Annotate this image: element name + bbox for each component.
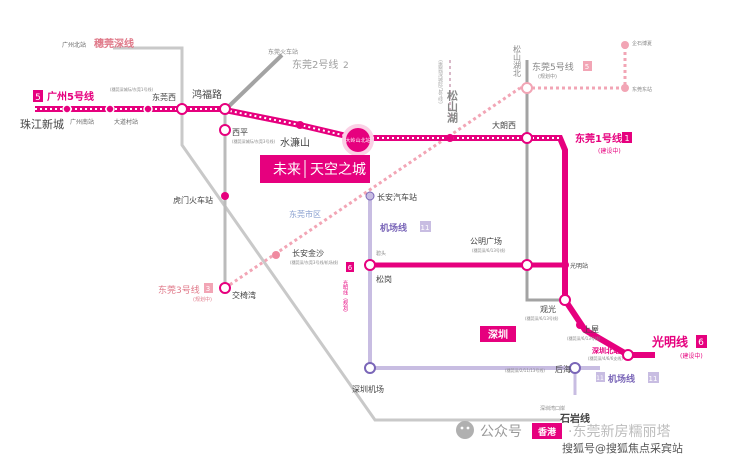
station-guanguang: 观光 bbox=[540, 304, 556, 314]
gz5-badge bbox=[33, 90, 43, 102]
dg5-badge-num: 5 bbox=[585, 63, 589, 71]
project-marker[interactable] bbox=[342, 124, 374, 156]
project-marker-label: 大岭山北站 bbox=[345, 137, 370, 144]
gz5-name: 广州5号线 bbox=[47, 90, 94, 103]
station-humen: 虎门火车站 bbox=[173, 195, 213, 205]
sz11-name: 机场线 bbox=[380, 222, 407, 234]
station-guanguang-sub: (穗莞深/6/13号线) bbox=[525, 315, 559, 321]
station-songgang: 松岗 bbox=[376, 274, 392, 284]
station-changanjinsha-sub: (穗莞深/东莞3号线/机场线) bbox=[290, 259, 339, 265]
suihui-name: 穗莞深线 bbox=[94, 37, 134, 50]
station-guangming: 光明站 bbox=[570, 262, 588, 270]
dg3-badge bbox=[204, 283, 213, 293]
station-shenzhenwan: 深圳湾口岸 bbox=[540, 405, 565, 412]
watermark-channel: 公众号 bbox=[480, 424, 522, 440]
dg1-status: (建设中) bbox=[598, 147, 621, 155]
sz6-vertical-name: 光明线（规划） bbox=[342, 279, 348, 315]
station-jiaoyiwan: 交椅湾 bbox=[232, 290, 256, 300]
station-songshanhubei: 松山湖北 bbox=[513, 44, 522, 78]
dg3-status: (规划中) bbox=[193, 296, 212, 303]
station-songgang-sub: 碧头 bbox=[376, 250, 386, 257]
station-dongguandong: 东莞东站 bbox=[632, 86, 652, 93]
suihui-line bbox=[113, 46, 560, 422]
station-dongguanxi: 东莞西 bbox=[152, 92, 176, 102]
dg5-name: 东莞5号线 bbox=[532, 61, 574, 73]
dongguan1-line bbox=[224, 107, 568, 300]
station-houhai-sub: (穗莞深/2/11/13号线) bbox=[505, 367, 545, 373]
dg1-badge bbox=[622, 132, 632, 143]
airport-line-11 bbox=[368, 195, 600, 370]
watermark-author: ·东莞新房糯丽塔 bbox=[568, 424, 670, 440]
sz6-left-badge bbox=[346, 262, 354, 272]
guangming-line bbox=[562, 298, 655, 358]
station-shiyan: 石岩线 bbox=[559, 412, 590, 425]
station-xiping-sub: (穗莞深城际/东莞3号线) bbox=[232, 138, 275, 144]
sz11-badge-num: 11 bbox=[421, 224, 430, 232]
shenzhen-badge bbox=[480, 326, 516, 342]
hongkong-badge-text: 香港 bbox=[537, 426, 557, 438]
station-shenzhenbei: 深圳北站 bbox=[592, 346, 620, 355]
wechat-icon-eye bbox=[460, 426, 464, 430]
wechat-icon bbox=[456, 421, 474, 439]
project-banner[interactable] bbox=[260, 155, 370, 183]
sz11-badge-2 bbox=[648, 372, 659, 383]
sz6-badge bbox=[696, 335, 707, 348]
dongguan-district: 东莞市区 bbox=[289, 209, 321, 219]
sz11-badge-num-2: 11 bbox=[649, 375, 658, 383]
station-lixinbei: 企石博夏 bbox=[632, 40, 652, 47]
station-shenzhenbei-sub: (穗莞深/4/6/6支线) bbox=[588, 355, 623, 361]
station-gongming-sub: (穗莞深/6/13号线) bbox=[472, 247, 506, 253]
station-shuilianshan: 水濂山 bbox=[280, 136, 310, 149]
dongguan1-line-pattern bbox=[224, 109, 560, 139]
dg2-num: 2 bbox=[343, 61, 349, 71]
station-changanjinsha: 长安金沙 bbox=[292, 248, 324, 258]
sz6-badge-num: 6 bbox=[698, 338, 704, 348]
dg2-terminal: 东莞火车站 bbox=[268, 48, 298, 56]
songshan-name: 松山湖 bbox=[446, 89, 459, 124]
station-gz-south: 广州南站 bbox=[70, 118, 94, 126]
station-honghu: 鸿福路 bbox=[192, 88, 222, 101]
station-dongguanxi-sub: (穗莞深城际/东莞1号线) bbox=[110, 86, 153, 92]
shenzhen-badge-text: 深圳 bbox=[488, 328, 508, 341]
sz6-left-badge-num: 6 bbox=[348, 264, 353, 272]
dg5-status: (规划中) bbox=[538, 73, 557, 80]
guanhui-vertical: (惠莞深城际/1号线) bbox=[437, 60, 443, 104]
project-prefix: 未来 bbox=[273, 162, 301, 178]
station-shenzhen-airport: 深圳机场 bbox=[352, 384, 384, 394]
sz11-badge-3 bbox=[596, 372, 605, 382]
watermark-source: 搜狐号@搜狐焦点采宾站 bbox=[562, 441, 683, 455]
sz6-name: 光明线 bbox=[651, 334, 688, 349]
dongguan2-line bbox=[223, 53, 284, 112]
sz11-badge-num-3: 11 bbox=[596, 375, 604, 382]
dg3-badge-num: 3 bbox=[206, 285, 210, 293]
station-dalangxi: 大朗西 bbox=[492, 120, 516, 130]
station-changanqiche: 长安汽车站 bbox=[377, 192, 417, 202]
station-shangwu: 上屋 bbox=[583, 325, 599, 334]
sz11-name-2: 机场线 bbox=[608, 373, 635, 385]
station-markers bbox=[62, 41, 634, 374]
dg2-name: 东莞2号线 bbox=[292, 58, 338, 71]
station-zhujiang: 珠江新城 bbox=[20, 117, 64, 131]
hongkong-badge bbox=[532, 423, 562, 439]
station-gz-north: 广州北站 bbox=[62, 41, 86, 49]
dg1-badge-num: 1 bbox=[624, 134, 629, 143]
station-shangwu-sub: (穗莞深/6/13号线) bbox=[567, 335, 601, 341]
sz11-badge bbox=[420, 221, 431, 232]
station-houhai: 后海 bbox=[555, 364, 571, 374]
station-gongming: 公明广场 bbox=[470, 236, 502, 246]
wechat-icon-eye-2 bbox=[466, 426, 470, 430]
dg5-badge bbox=[583, 61, 592, 71]
sz6-status: (建设中) bbox=[680, 352, 703, 360]
station-dadaocun: 大道村站 bbox=[114, 118, 138, 126]
station-xiping: 西平 bbox=[232, 128, 248, 137]
dg1-name: 东莞1号线 bbox=[575, 132, 622, 145]
gz5-badge-num: 5 bbox=[35, 93, 41, 103]
dg3-name: 东莞3号线 bbox=[158, 284, 200, 296]
project-name: 天空之城 bbox=[310, 162, 366, 178]
